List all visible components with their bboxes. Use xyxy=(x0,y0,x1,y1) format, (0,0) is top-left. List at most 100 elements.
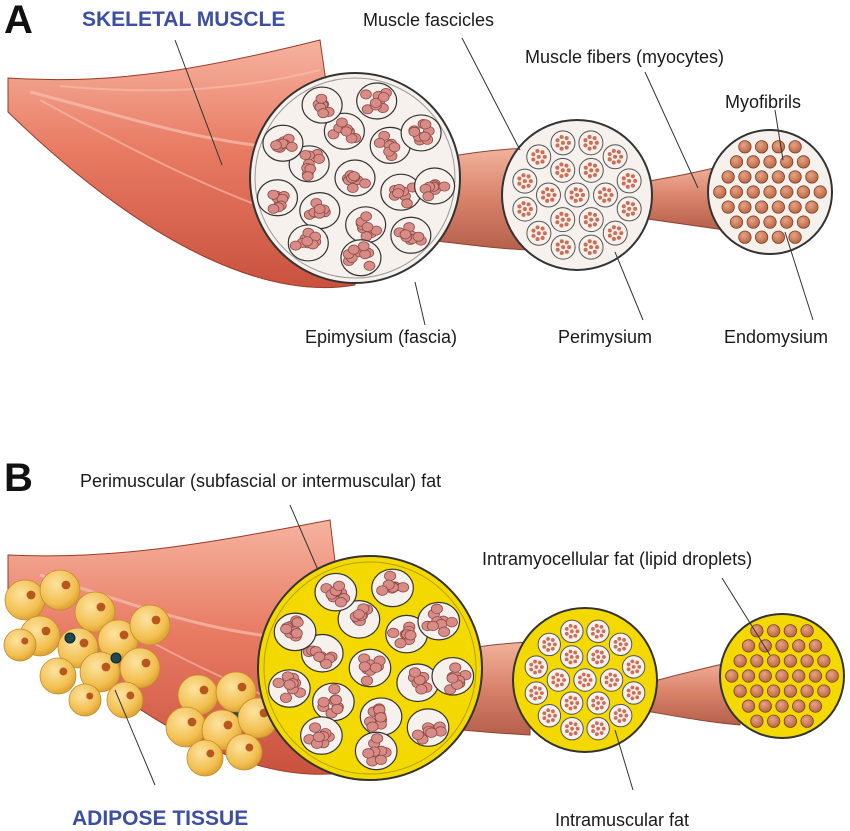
myofibril xyxy=(755,170,769,184)
myofibril xyxy=(783,654,797,668)
muscle-fiber-cell xyxy=(360,675,373,686)
muscle-fiber-cell xyxy=(401,198,413,209)
myofibril xyxy=(738,200,752,214)
muscle-fiber-cell xyxy=(348,171,360,182)
myofibril xyxy=(738,230,752,244)
muscle-fiber-cell xyxy=(369,662,382,673)
muscle-fiber-cell xyxy=(290,628,303,639)
panel-a-illustration xyxy=(7,37,833,326)
adipocyte xyxy=(186,739,224,777)
label-muscle-fibers: Muscle fibers (myocytes) xyxy=(525,47,725,67)
myofibril xyxy=(763,185,777,199)
myofibril xyxy=(800,684,814,698)
myofibril xyxy=(721,200,735,214)
fascicle-cluster-b xyxy=(267,568,475,771)
muscle-fiber-cell xyxy=(438,181,451,192)
panel-b-heading: ADIPOSE TISSUE xyxy=(72,807,249,830)
myofibril xyxy=(783,624,797,638)
myofibril xyxy=(750,714,764,728)
label-intramyocellular-fat: Intramyocellular fat (lipid droplets) xyxy=(482,549,753,569)
myofibril xyxy=(775,639,789,653)
myofibril xyxy=(813,185,827,199)
muscle-fiber-cell xyxy=(302,171,314,182)
muscle-fiber-cell xyxy=(384,570,397,582)
myofibril xyxy=(805,200,819,214)
muscle-fiber-cell xyxy=(313,153,325,164)
myofibril xyxy=(796,155,811,169)
muscle-fiber-cell xyxy=(360,89,372,100)
muscle-fiber-cell xyxy=(445,616,458,628)
myofibril xyxy=(741,669,756,683)
label-perimuscular-fat: Perimuscular (subfascial or intermuscula… xyxy=(80,471,442,491)
panel-b-letter: B xyxy=(4,456,33,500)
myofibril xyxy=(758,639,772,653)
adipocyte xyxy=(74,591,116,633)
myofibril xyxy=(755,140,769,154)
muscle-fiber-cell xyxy=(267,203,280,214)
myofibril xyxy=(792,699,806,713)
myofibril xyxy=(805,170,819,184)
label-perimysium: Perimysium xyxy=(558,327,653,347)
myofibril xyxy=(755,200,769,214)
muscle-fiber-cell xyxy=(348,244,360,255)
myofibril xyxy=(780,215,794,229)
muscle-fiber-cell xyxy=(449,662,462,673)
muscle-fiber-cell xyxy=(272,677,285,689)
muscle-fiber-cell xyxy=(332,580,346,592)
fascicle-cluster-a xyxy=(256,82,456,277)
adipocyte xyxy=(3,628,37,662)
muscle-fiber-cell xyxy=(394,637,407,649)
muscle-fiber-cell xyxy=(270,140,282,151)
muscle-fiber-cell xyxy=(388,142,401,153)
myofibril xyxy=(771,200,785,214)
muscle-fiber-cell xyxy=(301,236,313,247)
muscle-fiber-cell xyxy=(347,182,359,193)
myofibril xyxy=(746,215,760,229)
muscle-fiber-cell xyxy=(422,191,435,202)
muscle-fiber-cell xyxy=(361,222,374,233)
muscle-fiber-cell xyxy=(376,585,389,596)
muscle-fiber-cell xyxy=(438,626,451,638)
muscle-fiber-cell xyxy=(425,727,438,738)
adipocyte xyxy=(4,579,46,621)
myofibril xyxy=(800,624,814,638)
muscle-fiber-cell xyxy=(369,97,382,108)
myofibril xyxy=(792,669,806,683)
myofibril xyxy=(758,669,772,683)
muscle-fiber-cell xyxy=(334,597,347,608)
myofibril xyxy=(771,170,785,184)
myofibril xyxy=(713,185,727,199)
adipocyte xyxy=(225,733,263,771)
muscle-fiber-cell xyxy=(317,697,330,708)
myofibril xyxy=(746,155,760,169)
myofibril xyxy=(721,170,735,184)
muscle-fiber-cell xyxy=(419,119,432,130)
myofibril xyxy=(788,140,802,154)
myofibril xyxy=(788,170,802,184)
muscle-fiber-cell xyxy=(329,694,342,706)
myofibril xyxy=(733,654,747,668)
muscle-fiber-cell xyxy=(357,241,370,252)
myofibril xyxy=(780,185,794,199)
muscle-fiber-cell xyxy=(291,617,304,628)
muscle-fiber-cell xyxy=(315,93,328,104)
muscle-fiber-cell xyxy=(374,712,387,723)
fiber-cluster-a xyxy=(512,130,642,260)
myofibril xyxy=(767,624,781,638)
myofibril xyxy=(783,714,797,728)
adipocyte xyxy=(39,569,81,611)
myofibril xyxy=(825,669,839,683)
myofibril xyxy=(783,684,797,698)
muscle-fiber-cell xyxy=(408,667,421,678)
myofibril-cluster-a xyxy=(713,140,827,244)
myofibril xyxy=(741,639,756,653)
myofibril xyxy=(808,639,823,653)
myofibril xyxy=(750,684,764,698)
myofibril xyxy=(817,684,831,698)
muscle-fiber-cell xyxy=(363,260,376,271)
myofibril xyxy=(808,669,823,683)
myofibril xyxy=(729,185,744,199)
muscle-fiber-cell xyxy=(331,703,344,715)
muscle-fiber-cell xyxy=(374,754,387,766)
